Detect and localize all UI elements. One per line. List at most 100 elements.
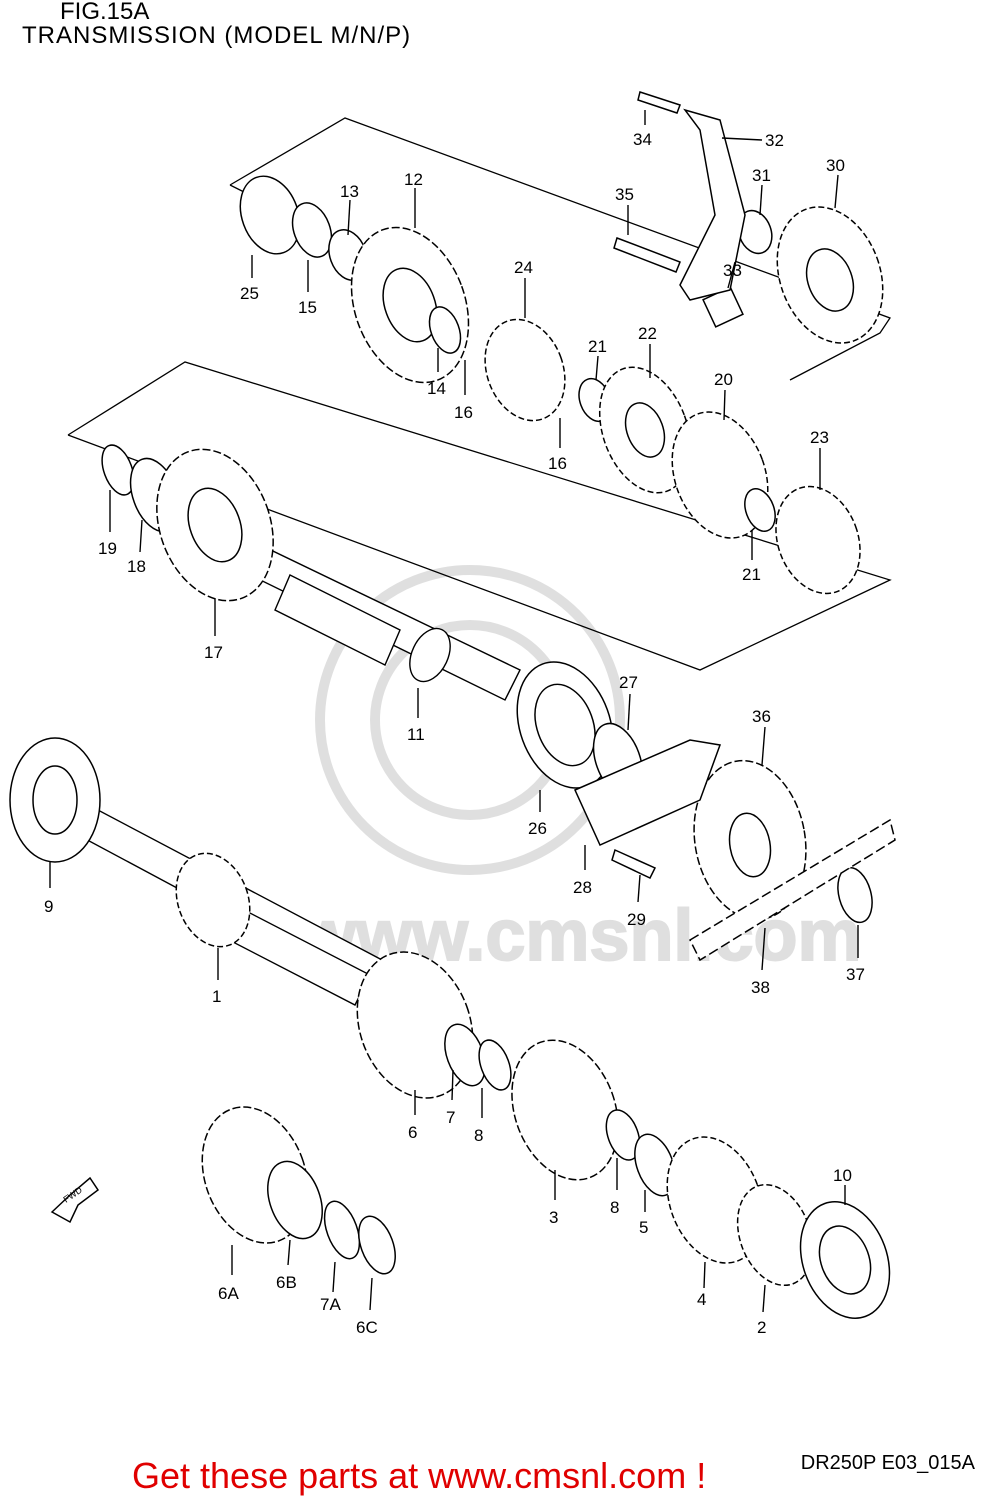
callout-16b: 16: [548, 418, 567, 473]
callout-35: 35: [615, 185, 634, 235]
part-callouts: 34 32 35 31 30 33 13 12 25 15 24 14 16 2…: [44, 110, 865, 1337]
callout-13: 13: [340, 182, 359, 236]
callout-17: 17: [204, 598, 223, 662]
bolt-35: [613, 237, 681, 273]
svg-text:27: 27: [619, 673, 638, 692]
callout-7a: 7A: [320, 1261, 341, 1314]
promo-link-text[interactable]: Get these parts at www.cmsnl.com !: [132, 1455, 707, 1496]
circlip-19: [101, 444, 135, 496]
gear-6: [356, 951, 474, 1099]
bearing-25: [239, 175, 301, 255]
svg-text:21: 21: [742, 565, 761, 584]
callout-21: 21: [588, 337, 607, 381]
callout-16: 16: [454, 360, 473, 422]
washer-21b: [744, 488, 776, 532]
callout-34: 34: [633, 110, 652, 149]
gear-group-middle: [9, 444, 896, 962]
svg-text:16: 16: [548, 454, 567, 473]
svg-text:9: 9: [44, 897, 53, 916]
svg-text:25: 25: [240, 284, 259, 303]
figure-title: TRANSMISSION (MODEL M/N/P): [22, 22, 412, 49]
bracket-32: [679, 108, 746, 301]
callout-3: 3: [549, 1170, 558, 1227]
circlip-8: [478, 1039, 512, 1091]
svg-text:33: 33: [723, 261, 742, 280]
svg-text:35: 35: [615, 185, 634, 204]
svg-text:15: 15: [298, 298, 317, 317]
callout-28: 28: [573, 845, 592, 897]
gear-24: [484, 318, 566, 422]
callout-21b: 21: [742, 530, 761, 584]
svg-text:36: 36: [752, 707, 771, 726]
callout-30: 30: [826, 156, 845, 209]
svg-text:18: 18: [127, 557, 146, 576]
callout-11: 11: [407, 688, 425, 744]
callout-6b: 6B: [276, 1239, 297, 1292]
svg-text:14: 14: [427, 379, 446, 398]
callout-6a: 6A: [218, 1245, 239, 1303]
svg-text:2: 2: [757, 1318, 766, 1337]
callout-5: 5: [639, 1190, 648, 1237]
gear-1: [175, 852, 251, 948]
svg-text:26: 26: [528, 819, 547, 838]
callout-8: 8: [474, 1088, 483, 1145]
svg-text:30: 30: [826, 156, 845, 175]
callout-8b: 8: [610, 1158, 619, 1217]
callout-32: 32: [721, 131, 784, 150]
callout-24: 24: [514, 258, 533, 318]
diagram-reference-code: DR250P E03_015A: [800, 1452, 975, 1474]
callout-36: 36: [752, 707, 771, 766]
gear-20: [671, 411, 769, 539]
svg-text:28: 28: [573, 878, 592, 897]
washer-5: [634, 1133, 676, 1197]
svg-text:32: 32: [765, 131, 784, 150]
gear-group-lower: [175, 852, 891, 1319]
svg-text:20: 20: [714, 370, 733, 389]
svg-text:13: 13: [340, 182, 359, 201]
svg-text:10: 10: [833, 1166, 852, 1185]
callout-15: 15: [298, 260, 317, 317]
svg-text:3: 3: [549, 1208, 558, 1227]
callout-38: 38: [751, 927, 770, 997]
gear-23: [775, 485, 861, 595]
callout-23: 23: [810, 428, 829, 490]
bushing-6b: [267, 1160, 323, 1240]
circlip-8b: [605, 1109, 641, 1161]
callout-33: 33: [723, 261, 742, 289]
callout-1: 1: [212, 948, 221, 1006]
svg-text:1: 1: [212, 987, 221, 1006]
callout-31: 31: [752, 166, 771, 216]
callout-25: 25: [240, 255, 259, 303]
callout-9: 9: [44, 862, 53, 916]
svg-text:16: 16: [454, 403, 473, 422]
svg-text:6C: 6C: [356, 1318, 378, 1337]
svg-text:24: 24: [514, 258, 533, 277]
callout-7: 7: [446, 1069, 455, 1127]
callout-20: 20: [714, 370, 733, 421]
svg-text:5: 5: [639, 1218, 648, 1237]
figure-number: FIG.15A: [60, 0, 150, 25]
svg-text:6A: 6A: [218, 1284, 239, 1303]
callout-27: 27: [619, 673, 638, 731]
fwd-arrow-icon: FWD: [50, 1176, 100, 1224]
svg-text:34: 34: [633, 130, 652, 149]
gear-3: [511, 1039, 619, 1181]
circlip-6c: [358, 1215, 396, 1275]
svg-text:22: 22: [638, 324, 657, 343]
callout-29: 29: [627, 874, 646, 929]
svg-text:6B: 6B: [276, 1273, 297, 1292]
chain-38: [689, 818, 896, 962]
washer-7a: [323, 1200, 361, 1260]
callout-6: 6: [408, 1090, 417, 1142]
svg-text:31: 31: [752, 166, 771, 185]
callout-19: 19: [98, 490, 117, 558]
bolt-29: [611, 848, 657, 879]
svg-text:19: 19: [98, 539, 117, 558]
svg-text:12: 12: [404, 170, 423, 189]
svg-text:8: 8: [474, 1126, 483, 1145]
washer-15: [291, 202, 333, 258]
bolt-34: [637, 91, 681, 114]
svg-text:8: 8: [610, 1198, 619, 1217]
callout-12: 12: [404, 170, 423, 228]
